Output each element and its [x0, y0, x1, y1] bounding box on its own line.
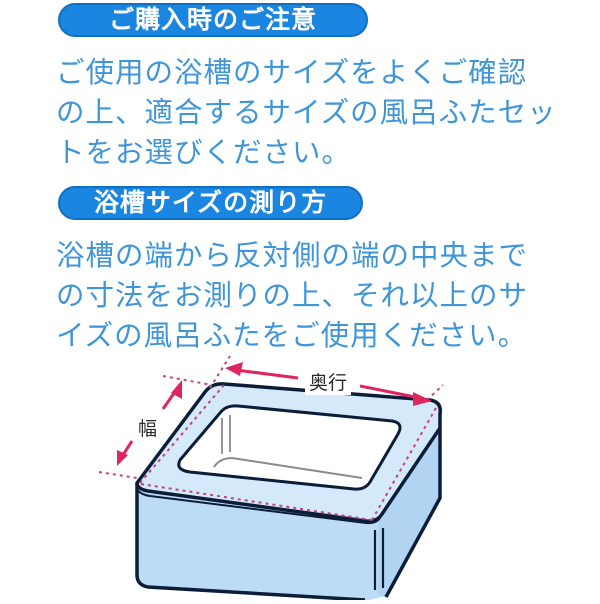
text-line: 浴槽の端から反対側の端の中央まで [56, 239, 529, 272]
depth-label: 奥行 [305, 368, 352, 395]
text-line: の寸法をお測りの上、それ以上のサ [56, 279, 529, 312]
double-arrow-icon [225, 362, 432, 406]
text-line: の上、適合するサイズの風呂ふたセッ [56, 96, 557, 129]
purchase-notice-text: ご使用の浴槽のサイズをよくご確認 の上、適合するサイズの風呂ふたセッ トをお選び… [56, 53, 557, 173]
text-line: ご使用の浴槽のサイズをよくご確認 [56, 56, 528, 89]
purchase-notice-heading: ご購入時のご注意 [58, 3, 368, 37]
measure-howto-text: 浴槽の端から反対側の端の中央まで の寸法をお測りの上、それ以上のサ イズの風呂ふ… [56, 236, 528, 356]
width-label: 幅 [138, 418, 158, 440]
text-line: トをお選びください。 [56, 136, 352, 169]
measure-howto-heading: 浴槽サイズの測り方 [58, 186, 363, 220]
text-line: イズの風呂ふたをご使用ください。 [56, 319, 528, 352]
